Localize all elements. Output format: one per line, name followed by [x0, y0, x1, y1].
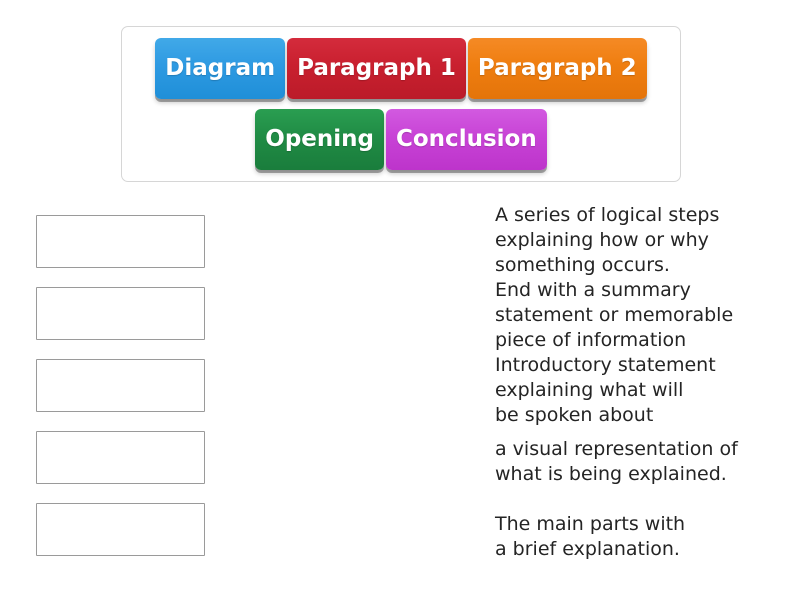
definition-3: Introductory statement explaining what w…	[495, 354, 716, 426]
tile-row-1: Diagram Paragraph 1 Paragraph 2	[122, 38, 680, 99]
drop-slot-2[interactable]	[36, 287, 205, 340]
tile-paragraph-2[interactable]: Paragraph 2	[467, 38, 647, 99]
drop-slot-5[interactable]	[36, 503, 205, 556]
tile-paragraph-1[interactable]: Paragraph 1	[287, 38, 466, 99]
drop-slot-column	[36, 215, 205, 575]
definition-column: A series of logical steps explaining how…	[495, 203, 785, 562]
drop-slot-1[interactable]	[36, 215, 205, 268]
tile-label: Paragraph 2	[477, 55, 637, 81]
tile-row-2: Opening Conclusion	[122, 109, 680, 170]
tile-label: Diagram	[165, 55, 276, 81]
definition-1: A series of logical steps explaining how…	[495, 204, 720, 276]
definition-2: End with a summary statement or memorabl…	[495, 279, 734, 351]
definition-4: a visual representation of what is being…	[495, 438, 738, 485]
definition-5: The main parts with a brief explanation.	[495, 513, 686, 560]
tile-diagram[interactable]: Diagram	[155, 38, 286, 99]
tile-conclusion[interactable]: Conclusion	[386, 109, 547, 170]
tile-label: Paragraph 1	[297, 55, 456, 81]
drop-slot-4[interactable]	[36, 431, 205, 484]
tile-label: Conclusion	[396, 126, 537, 152]
tile-label: Opening	[265, 126, 374, 152]
tile-bank: Diagram Paragraph 1 Paragraph 2 Opening …	[121, 26, 681, 182]
drop-slot-3[interactable]	[36, 359, 205, 412]
tile-opening[interactable]: Opening	[255, 109, 384, 170]
